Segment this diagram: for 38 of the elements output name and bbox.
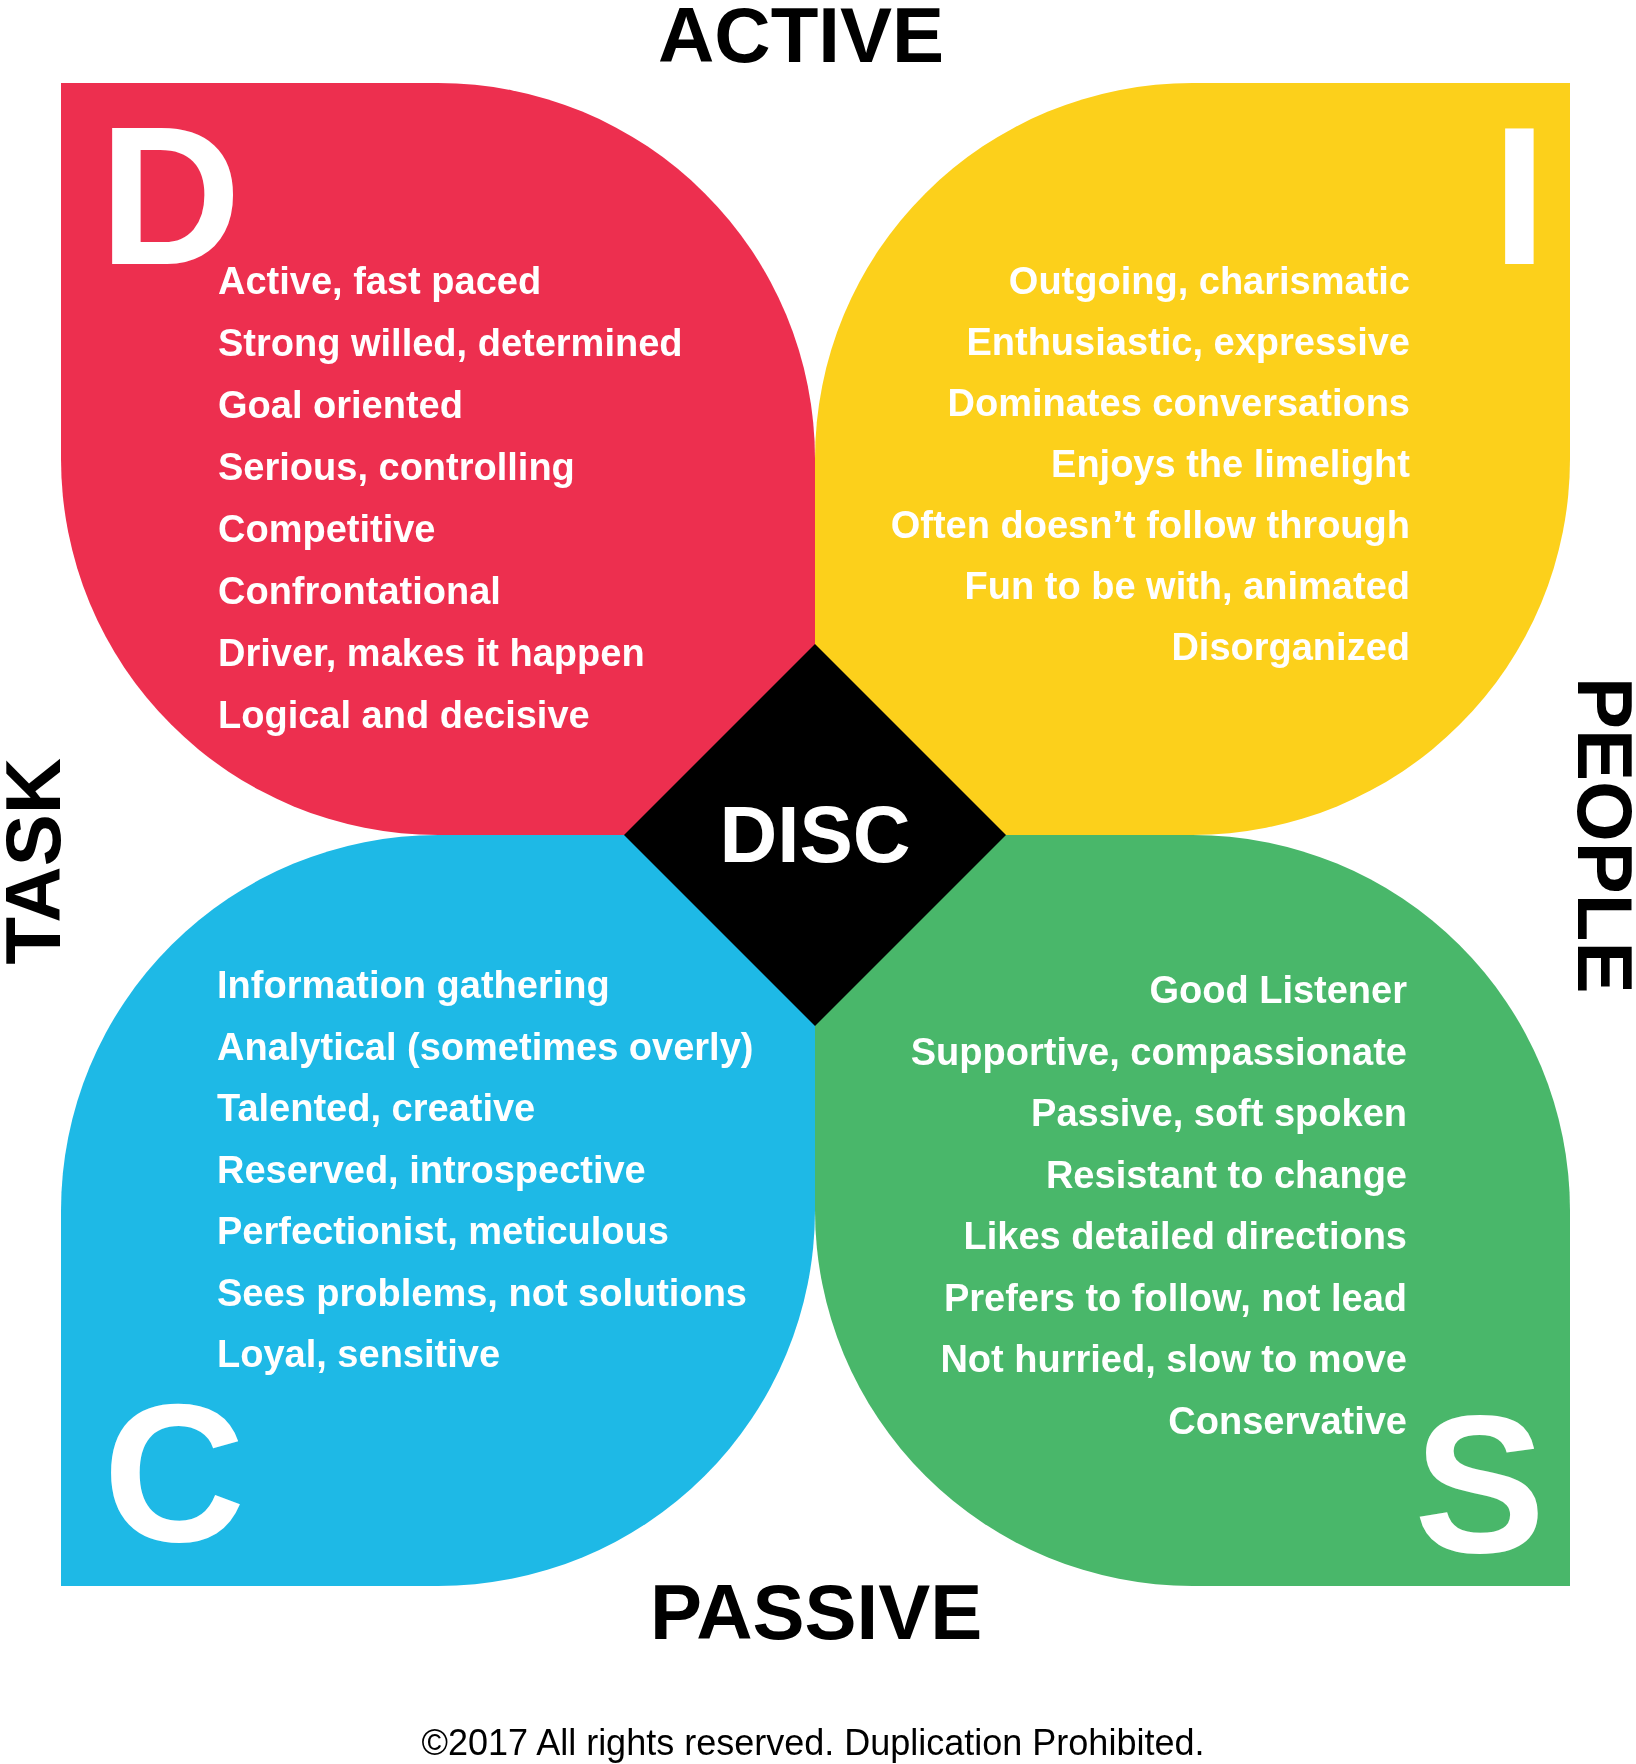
axis-label: PEOPLE <box>1574 677 1636 994</box>
trait-text: Prefers to follow, not lead <box>943 1275 1407 1320</box>
trait-text: Supportive, compassionate <box>910 1029 1407 1074</box>
trait-text: Likes detailed directions <box>963 1214 1407 1258</box>
quadrant-letter: C <box>103 1395 246 1553</box>
trait-text: Confrontational <box>218 569 501 613</box>
trait-text: Resistant to change <box>1045 1152 1407 1197</box>
trait-text: Passive, soft spoken <box>1031 1091 1407 1135</box>
trait-text: Disorganized <box>1171 625 1410 669</box>
quadrant-letter: S <box>1414 1406 1546 1564</box>
trait-text: Enthusiastic, expressive <box>966 320 1410 364</box>
trait-text: Talented, creative <box>217 1086 536 1130</box>
copyright-note: ©2017 All rights reserved. Duplication Prohibited. <box>421 1725 1205 1761</box>
trait-text: Loyal, sensitive <box>217 1332 500 1376</box>
trait-text: Competitive <box>218 507 436 551</box>
trait-text: Perfectionist, meticulous <box>217 1209 669 1253</box>
trait-text: Often doesn’t follow through <box>890 503 1410 547</box>
trait-text: Information gathering <box>217 963 610 1007</box>
trait-text: Conservative <box>1168 1398 1407 1443</box>
axis-label: ACTIVE <box>658 4 945 67</box>
trait-text: Reserved, introspective <box>217 1147 646 1192</box>
trait-text: Enjoys the limelight <box>1051 442 1410 486</box>
trait-text: Dominates conversations <box>947 381 1410 425</box>
center-title: DISC <box>719 803 911 867</box>
trait-text: Good Listener <box>1149 968 1407 1012</box>
trait-text: Not hurried, slow to move <box>940 1337 1407 1381</box>
axis-label: PASSIVE <box>650 1581 983 1644</box>
trait-text: Logical and decisive <box>218 693 590 737</box>
quadrant-letter: I <box>1492 118 1547 276</box>
trait-text: Serious, controlling <box>218 445 575 489</box>
trait-text: Goal oriented <box>218 383 463 427</box>
trait-text: Driver, makes it happen <box>218 631 645 675</box>
trait-text: Fun to be with, animated <box>964 564 1410 608</box>
trait-text: Strong willed, determined <box>218 321 683 365</box>
trait-text: Analytical (sometimes overly) <box>217 1024 754 1069</box>
axis-label: TASK <box>2 757 65 965</box>
trait-text: Outgoing, charismatic <box>1008 259 1410 303</box>
trait-text: Sees problems, not solutions <box>217 1270 747 1315</box>
